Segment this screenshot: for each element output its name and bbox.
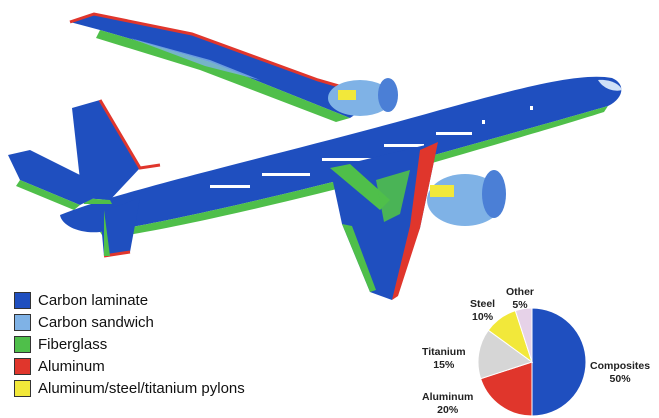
pylons-swatch xyxy=(14,379,31,397)
legend-item-carbon-laminate: Carbon laminate xyxy=(14,289,245,311)
near-engine xyxy=(427,170,506,226)
far-wing xyxy=(69,12,381,122)
slice-name: Titanium xyxy=(422,346,466,358)
pie-slice-aluminum xyxy=(480,361,533,417)
materials-legend: Carbon laminate Carbon sandwich Fibergla… xyxy=(14,289,245,399)
material-pie-chart xyxy=(477,307,587,417)
legend-item-fiberglass: Fiberglass xyxy=(14,333,245,355)
legend-label: Fiberglass xyxy=(38,335,108,353)
near-wing xyxy=(330,142,438,300)
legend-label: Carbon laminate xyxy=(38,291,149,309)
legend-label: Carbon sandwich xyxy=(38,313,154,331)
aluminum-swatch xyxy=(14,357,31,375)
far-engine xyxy=(328,78,398,116)
pie-slice-other xyxy=(514,307,533,363)
pie-label-titanium: Titanium 15% xyxy=(422,346,466,372)
slice-name: Aluminum xyxy=(422,391,474,403)
slice-value: 50% xyxy=(609,373,631,385)
legend-item-aluminum: Aluminum xyxy=(14,355,245,377)
carbon-laminate-swatch xyxy=(14,291,31,309)
slice-name: Composites xyxy=(590,360,651,372)
slice-value: 10% xyxy=(472,311,494,323)
slice-value: 20% xyxy=(437,404,459,416)
pie-label-other: Other 5% xyxy=(506,286,534,312)
fuselage xyxy=(60,76,622,238)
legend-item-pylons: Aluminum/steel/titanium pylons xyxy=(14,377,245,399)
pie-slice-titanium xyxy=(477,329,534,380)
carbon-sandwich-swatch xyxy=(14,313,31,331)
pie-slice-composites xyxy=(531,307,587,417)
slice-name: Steel xyxy=(470,298,496,310)
legend-label: Aluminum/steel/titanium pylons xyxy=(38,379,245,397)
vertical-tail xyxy=(72,99,161,204)
horizontal-stabilizers xyxy=(8,150,140,258)
slice-name: Other xyxy=(506,286,535,298)
legend-label: Aluminum xyxy=(38,357,105,375)
pie-label-steel: Steel 10% xyxy=(470,298,495,324)
pie-label-aluminum: Aluminum 20% xyxy=(422,391,473,417)
fiberglass-swatch xyxy=(14,335,31,353)
pie-label-composites: Composites 50% xyxy=(590,360,650,386)
slice-value: 15% xyxy=(433,359,455,371)
legend-item-carbon-sandwich: Carbon sandwich xyxy=(14,311,245,333)
slice-value: 5% xyxy=(512,299,528,311)
